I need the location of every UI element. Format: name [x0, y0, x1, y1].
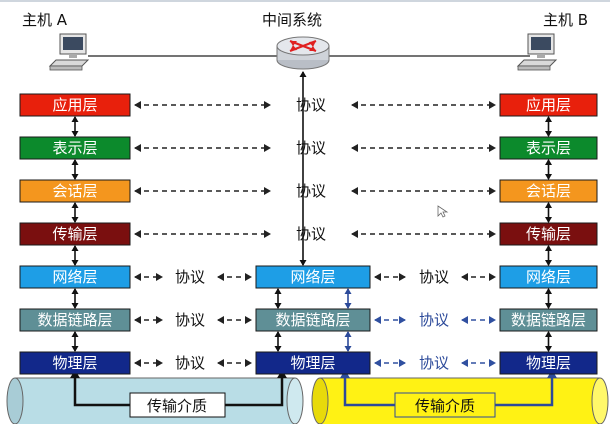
protocol-label-left-6: 协议: [175, 354, 205, 372]
host-a-layer-3-label: 传输层: [52, 225, 97, 243]
computer-a-icon: [48, 33, 90, 71]
middle-layer-0-box: [255, 265, 371, 289]
host-b-layer-5-label: 数据链路层: [511, 311, 586, 329]
right-medium-label: 传输介质: [415, 397, 475, 415]
host-a-layer-0-label: 应用层: [52, 96, 97, 114]
host-b-layer-0-label: 应用层: [526, 96, 571, 114]
router-icon: [276, 36, 330, 70]
host-a-label: 主机 A: [22, 11, 68, 29]
host-b-label: 主机 B: [543, 11, 588, 29]
protocol-label-0: 协议: [296, 96, 326, 114]
computer-b-icon: [516, 33, 558, 71]
host-a-layer-2-label: 会话层: [52, 182, 97, 200]
protocol-label-right-5: 协议: [419, 311, 449, 329]
right-medium-path: [343, 374, 395, 407]
left-medium-path-right: [225, 374, 284, 407]
host-b-layer-6-label: 物理层: [526, 354, 571, 372]
middle-layer-2-box: [255, 351, 371, 375]
protocol-label-left-4: 协议: [175, 268, 205, 286]
host-a-layer-6-label: 物理层: [52, 354, 97, 372]
protocol-label-right-6: 协议: [419, 354, 449, 372]
middle-layer-1-label: 数据链路层: [275, 311, 350, 329]
middle-layer-2-label: 物理层: [290, 354, 335, 372]
host-b-layer-3-label: 传输层: [526, 225, 571, 243]
host-a-layer-1-label: 表示层: [52, 139, 97, 157]
protocol-rows: 协议协议协议协议协议协议协议协议协议协议: [134, 96, 496, 372]
host-b-layer-4-label: 网络层: [526, 268, 571, 286]
protocol-label-3: 协议: [296, 225, 326, 243]
right-medium-path-right: [495, 374, 554, 407]
host-b-layer-2-label: 会话层: [526, 182, 571, 200]
middle-system-label: 中间系统: [262, 11, 322, 29]
left-medium-label: 传输介质: [147, 397, 207, 415]
mouse-cursor-icon: [437, 205, 449, 218]
protocol-label-2: 协议: [296, 182, 326, 200]
host-b-layer-1-label: 表示层: [526, 139, 571, 157]
protocol-label-left-5: 协议: [175, 311, 205, 329]
left-medium-path: [73, 374, 130, 407]
protocol-label-right-4: 协议: [419, 268, 449, 286]
middle-layer-0-label: 网络层: [290, 268, 335, 286]
protocol-label-1: 协议: [296, 139, 326, 157]
host-a-layer-5-label: 数据链路层: [37, 311, 112, 329]
middle-layer-1-box: [255, 308, 371, 332]
host-a-layer-4-label: 网络层: [52, 268, 97, 286]
